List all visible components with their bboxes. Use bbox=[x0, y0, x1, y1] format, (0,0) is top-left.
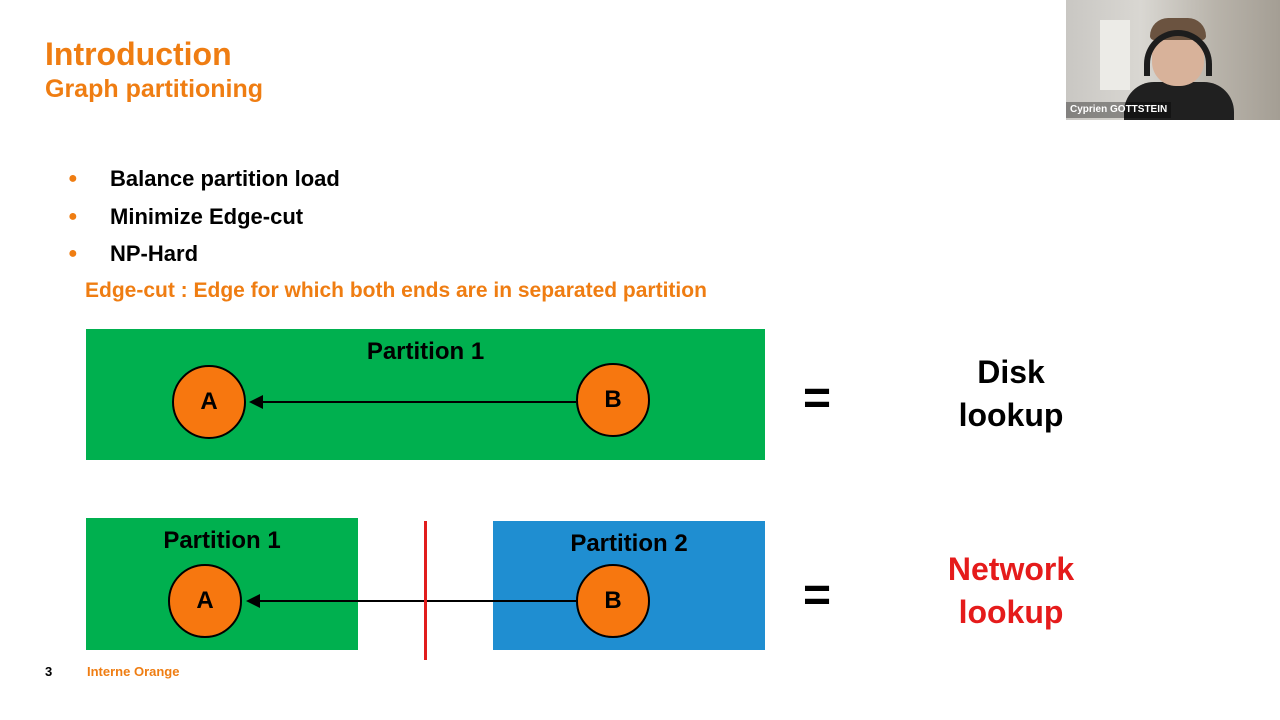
node-b-bottom: B bbox=[576, 564, 650, 638]
bullet-text: Minimize Edge-cut bbox=[110, 203, 304, 229]
page-number: 3 bbox=[45, 664, 53, 679]
result-line: Disk bbox=[977, 354, 1045, 390]
result-line: lookup bbox=[958, 397, 1064, 433]
bullet-text: NP-Hard bbox=[110, 241, 199, 266]
bullet-item: ● Balance partition load bbox=[68, 160, 340, 198]
partition-1-label: Partition 1 bbox=[366, 338, 485, 365]
bullet-dot-icon: ● bbox=[68, 170, 78, 187]
node-a-top: A bbox=[172, 365, 246, 439]
disk-lookup-label: Disk lookup bbox=[911, 351, 1111, 437]
cut-line bbox=[424, 521, 427, 660]
headphones-icon bbox=[1144, 30, 1212, 76]
bullet-item: ● Minimize Edge-cut bbox=[68, 198, 340, 236]
edge-line-top bbox=[262, 401, 576, 403]
bullet-list: ● Balance partition load ● Minimize Edge-c… bbox=[68, 160, 340, 273]
bullet-dot-icon: ● bbox=[68, 207, 78, 225]
webcam-person-body bbox=[1124, 82, 1234, 120]
result-line: Network bbox=[947, 551, 1075, 587]
network-lookup-label: Network lookup bbox=[911, 548, 1111, 634]
partition-2-label: Partition 2 bbox=[570, 530, 688, 557]
edge-line-bottom bbox=[259, 600, 576, 602]
classification-label: Interne Orange bbox=[87, 664, 180, 679]
node-a-bottom: A bbox=[168, 564, 242, 638]
participant-name: Cyprien GOTTSTEIN bbox=[1066, 102, 1172, 118]
partition-1-label: Partition 1 bbox=[163, 527, 281, 554]
arrowhead-icon bbox=[249, 395, 263, 409]
equals-sign-bottom: = bbox=[803, 569, 832, 622]
result-line: lookup bbox=[958, 594, 1064, 630]
webcam-door bbox=[1100, 20, 1130, 90]
edge-cut-definition: Edge-cut : Edge for which both ends are … bbox=[85, 279, 707, 302]
bullet-item: ● NP-Hard bbox=[68, 235, 340, 273]
node-b-top: B bbox=[576, 363, 650, 437]
webcam-video-tile[interactable]: Cyprien GOTTSTEIN bbox=[1066, 0, 1280, 120]
bullet-dot-icon: ● bbox=[68, 245, 78, 262]
slide-title: Introduction bbox=[45, 36, 232, 72]
arrowhead-icon bbox=[246, 594, 260, 608]
slide-subtitle: Graph partitioning bbox=[45, 75, 264, 103]
equals-sign-top: = bbox=[803, 372, 832, 425]
bullet-text: Balance partition load bbox=[110, 166, 340, 191]
